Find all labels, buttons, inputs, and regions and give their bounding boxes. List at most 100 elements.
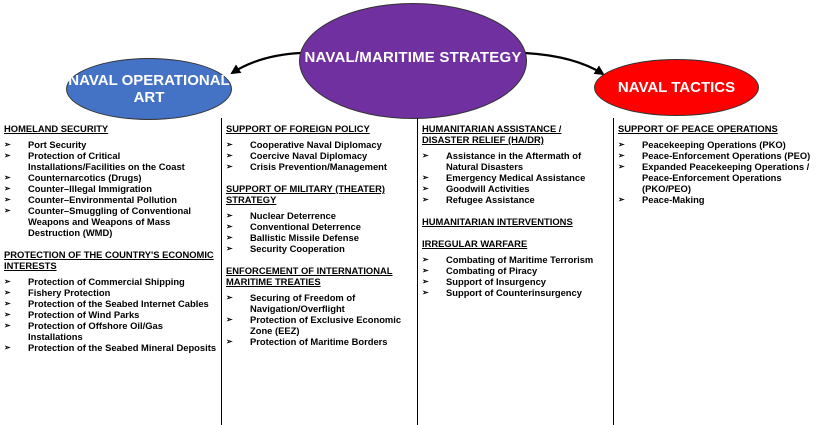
arrow-bullet-icon: ➢ [226, 162, 233, 171]
arrow-bullet-icon: ➢ [4, 206, 11, 215]
arrow-bullet-icon: ➢ [226, 293, 233, 302]
list-item: ➢ Support of Counterinsurgency [422, 287, 610, 298]
mission-column-2: SUPPORT OF FOREIGN POLICY ➢ Cooperative Na… [221, 118, 417, 425]
list-item-text: Protection of Maritime Borders [250, 336, 388, 347]
naval-tactics-node: NAVAL TACTICS [594, 59, 759, 116]
list-item-text: Support of Counterinsurgency [446, 287, 582, 298]
arrow-bullet-icon: ➢ [422, 266, 429, 275]
arrow-bullet-icon: ➢ [422, 255, 429, 264]
section-item-list: ➢ Port Security ➢ Protection of Critical In… [4, 139, 218, 238]
list-item-text: Crisis Prevention/Management [250, 161, 388, 172]
list-item-text: Counter–Illegal Immigration [28, 183, 152, 194]
list-item: ➢Refugee Assistance [422, 194, 610, 205]
arrow-bullet-icon: ➢ [422, 195, 429, 204]
arrow-bullet-icon: ➢ [4, 299, 11, 308]
section-heading: PROTECTION OF THE COUNTRY'S ECONOMIC INT… [4, 249, 214, 271]
list-item-text: Protection of Offshore Oil/Gas Installat… [28, 320, 163, 342]
section-heading: HUMANITARIAN ASSISTANCE / DISASTER RELIE… [422, 123, 562, 145]
list-item: ➢Combating of Piracy [422, 265, 610, 276]
list-item: ➢Coercive Naval Diplomacy [226, 150, 414, 161]
mission-section: ENFORCEMENT OF INTERNATIONAL MARITIME TR… [226, 265, 414, 347]
list-item: ➢Counternarcotics (Drugs) [4, 172, 218, 183]
section-item-list: ➢ Cooperative Naval Diplomacy➢Coercive Na… [226, 139, 414, 172]
list-item-text: Securing of Freedom of Navigation/Overfl… [250, 292, 356, 314]
mission-section: HOMELAND SECURITY ➢ Port Security ➢ Protecti… [4, 123, 218, 238]
list-item-text: Peace-Making [642, 194, 705, 205]
list-item-text: Assistance in the Aftermath of Natural D… [446, 150, 582, 172]
list-item: ➢Counter–Environmental Pollution [4, 194, 218, 205]
arrow-bullet-icon: ➢ [226, 140, 233, 149]
mission-columns: HOMELAND SECURITY➢Port Security➢Protecti… [0, 118, 824, 425]
arrow-bullet-icon: ➢ [4, 184, 11, 193]
list-item: ➢Assistance in the Aftermath of Natural … [422, 150, 610, 172]
arrow-bullet-icon: ➢ [226, 211, 233, 220]
arrow-bullet-icon: ➢ [422, 288, 429, 297]
list-item: ➢Protection of Commercial Shipping [4, 276, 218, 287]
list-item-text: Expanded Peacekeeping Operations / Peace… [642, 161, 810, 194]
list-item-text: Peacekeeping Operations (PKO) [642, 139, 786, 150]
section-item-list: ➢ Nuclear Deterrence ➢ Conventional Deterre… [226, 210, 414, 254]
section-item-list: ➢ Assistance in the Aftermath of Natural … [422, 150, 610, 205]
section-item-list: ➢ Peacekeeping Operations (PKO)➢Peace-Enf… [618, 139, 821, 205]
section-item-list: ➢ Securing of Freedom of Navigation/Overf… [226, 292, 414, 347]
list-item-text: Protection of Wind Parks [28, 309, 140, 320]
mission-column-3: HUMANITARIAN ASSISTANCE / DISASTER RELIE… [417, 118, 613, 425]
list-item-text: Emergency Medical Assistance [446, 172, 586, 183]
list-item: ➢ Crisis Prevention/Management [226, 161, 414, 172]
section-heading: IRREGULAR WARFARE [422, 238, 528, 249]
section-heading: HOMELAND SECURITY [4, 123, 109, 134]
list-item-text: Protection of the Seabed Internet Cables [28, 298, 209, 309]
arrow-bullet-icon: ➢ [618, 140, 625, 149]
list-item-text: Port Security [28, 139, 87, 150]
list-item-text: Nuclear Deterrence [250, 210, 336, 221]
naval-maritime-strategy-node: NAVAL/MARITIME STRATEGY [299, 3, 527, 119]
arrow-bullet-icon: ➢ [4, 140, 11, 149]
arrow-to-operational-art [230, 51, 302, 75]
list-item: ➢ Securing of Freedom of Navigation/Overf… [226, 292, 414, 314]
mission-section: HUMANITARIAN INTERVENTIONS [422, 216, 610, 227]
list-item: ➢Support of Insurgency [422, 276, 610, 287]
mission-section: SUPPORT OF MILITARY (THEATER) STRATEGY➢N… [226, 183, 414, 254]
list-item-text: Fishery Protection [28, 287, 111, 298]
section-heading: HUMANITARIAN INTERVENTIONS [422, 216, 573, 227]
arrow-bullet-icon: ➢ [226, 337, 233, 346]
arrow-bullet-icon: ➢ [422, 173, 429, 182]
arrow-bullet-icon: ➢ [422, 277, 429, 286]
list-item-text: Conventional Deterrence [250, 221, 361, 232]
list-item-text: Ballistic Missile Defense [250, 232, 359, 243]
list-item: ➢Protection of Exclusive Economic Zone (… [226, 314, 414, 336]
naval-tactics-label: NAVAL TACTICS [617, 79, 736, 96]
list-item: ➢ Protection of the Seabed Internet Cable… [4, 298, 218, 309]
list-item: ➢ Counter–Illegal Immigration [4, 183, 218, 194]
mission-column-4: SUPPORT OF PEACE OPERATIONS ➢ Peacekeeping… [613, 118, 824, 425]
arrow-bullet-icon: ➢ [422, 184, 429, 193]
list-item-text: Counter–Environmental Pollution [28, 194, 177, 205]
section-heading: SUPPORT OF PEACE OPERATIONS [618, 123, 778, 134]
list-item: ➢ Emergency Medical Assistance [422, 172, 610, 183]
list-item: ➢Peace-Enforcement Operations (PEO) [618, 150, 821, 161]
section-item-list: ➢Protection of Commercial Shipping➢Fishe… [4, 276, 218, 353]
arrow-bullet-icon: ➢ [4, 343, 11, 352]
list-item-text: Counter–Smuggling of Conventional Weapon… [28, 205, 192, 238]
list-item-text: Protection of Critical Installations/Fac… [28, 150, 185, 172]
arrow-bullet-icon: ➢ [618, 151, 625, 160]
list-item: ➢Security Cooperation [226, 243, 414, 254]
arrow-bullet-icon: ➢ [226, 151, 233, 160]
naval-operational-art-node: NAVAL OPERATIONAL ART [66, 58, 232, 120]
section-item-list: ➢ Combating of Maritime Terrorism➢Combati… [422, 254, 610, 298]
list-item-text: Cooperative Naval Diplomacy [250, 139, 382, 150]
arrow-bullet-icon: ➢ [226, 233, 233, 242]
arrow-bullet-icon: ➢ [618, 162, 625, 171]
list-item: ➢ Counter–Smuggling of Conventional Weapo… [4, 205, 218, 238]
arrow-bullet-icon: ➢ [4, 277, 11, 286]
list-item-text: Protection of Exclusive Economic Zone (E… [250, 314, 402, 336]
arrow-to-naval-tactics [524, 51, 605, 76]
list-item: ➢Protection of Wind Parks [4, 309, 218, 320]
list-item-text: Combating of Maritime Terrorism [446, 254, 594, 265]
list-item: ➢ Protection of Maritime Borders [226, 336, 414, 347]
section-heading: SUPPORT OF FOREIGN POLICY [226, 123, 370, 134]
mission-section: SUPPORT OF FOREIGN POLICY ➢ Cooperative Na… [226, 123, 414, 172]
list-item-text: Counternarcotics (Drugs) [28, 172, 142, 183]
arrow-bullet-icon: ➢ [4, 151, 11, 160]
